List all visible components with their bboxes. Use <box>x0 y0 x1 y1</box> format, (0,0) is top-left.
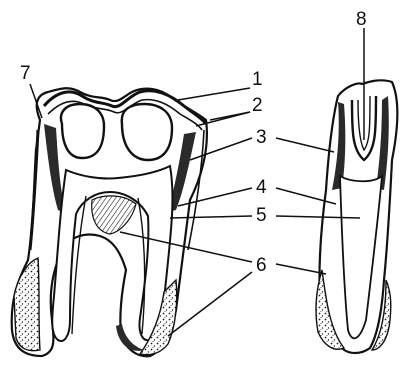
label-1: 1 <box>252 70 263 89</box>
leader-3b <box>276 138 334 152</box>
label-2: 2 <box>252 96 263 115</box>
pulp-chamber-left <box>61 104 104 158</box>
label-4: 4 <box>256 178 267 197</box>
root-left-speckle <box>14 258 40 351</box>
leader-1 <box>178 88 250 100</box>
label-5: 5 <box>256 206 267 225</box>
label-7: 7 <box>20 64 31 83</box>
label-3: 3 <box>256 128 267 147</box>
label-8: 8 <box>356 10 367 29</box>
left-tooth <box>12 88 207 356</box>
pulp-chamber-right <box>122 104 172 160</box>
leader-2b <box>210 112 250 120</box>
label-6: 6 <box>256 256 267 275</box>
root-canal-arch <box>52 166 172 341</box>
